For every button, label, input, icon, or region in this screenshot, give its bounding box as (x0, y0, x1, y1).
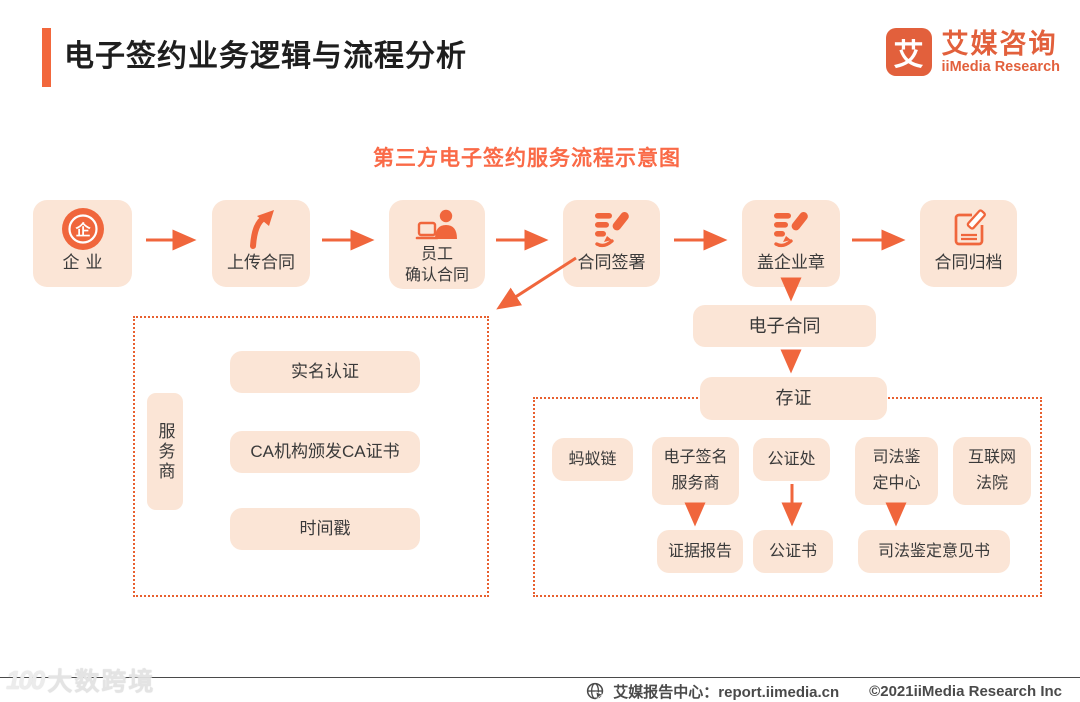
globe-cursor-icon (586, 682, 606, 701)
party-notary-office: 公证处 (753, 438, 830, 481)
service-provider-side-label: 服务商 (147, 393, 183, 510)
flow-step-label: 合同签署 (577, 253, 646, 272)
page-title: 电子签约业务逻辑与流程分析 (64, 40, 467, 73)
enterprise-icon: 企 (61, 208, 105, 250)
title-accent-bar (42, 28, 51, 87)
output-judicial-opinion: 司法鉴定意见书 (858, 530, 1010, 573)
electronic-contract-box: 电子合同 (693, 305, 876, 347)
flow-step-label: 员工确认合同 (404, 246, 469, 284)
svg-text:企: 企 (74, 221, 91, 239)
flow-step-company-seal: 盖企业章 (742, 200, 840, 287)
flow-step-contract-sign: 合同签署 (563, 200, 660, 287)
provider-item-realname: 实名认证 (230, 351, 420, 393)
upload-arrow-icon (244, 209, 278, 249)
watermark-text: 大数跨境 (47, 668, 156, 696)
iimedia-logo: 艾 艾媒咨询 iiMedia Research (885, 28, 1060, 76)
flow-step-label: 合同归档 (934, 253, 1003, 272)
party-internet-court: 互联网法院 (953, 437, 1031, 505)
flow-step-upload-contract: 上传合同 (212, 200, 310, 287)
logo-name-cn: 艾媒咨询 (941, 28, 1058, 59)
logo-name-en: iiMedia Research (941, 58, 1060, 75)
iimedia-logo-icon: 艾 (885, 28, 932, 76)
report-center-text: 艾媒报告中心：report.iimedia.cn (613, 684, 840, 701)
deposit-box: 存证 (700, 377, 887, 420)
signature-pen-icon (769, 209, 813, 249)
provider-item-timestamp: 时间戳 (230, 508, 420, 550)
flow-step-enterprise: 企 企业 (33, 200, 132, 287)
document-edit-icon (949, 209, 989, 249)
party-ant-chain: 蚂蚁链 (552, 438, 633, 481)
output-evidence-report: 证据报告 (657, 530, 743, 573)
footer-info: 艾媒报告中心：report.iimedia.cn ©2021iiMedia Re… (586, 681, 1062, 702)
party-esign-provider: 电子签名服务商 (652, 437, 739, 505)
copyright-text: ©2021iiMedia Research Inc (869, 683, 1062, 700)
watermark-logo-icon: 100 (6, 664, 45, 695)
diagram-title: 第三方电子签约服务流程示意图 (373, 147, 681, 170)
signature-pen-icon (590, 209, 634, 249)
party-judicial-center: 司法鉴定中心 (855, 437, 938, 505)
flow-step-label: 盖企业章 (757, 253, 825, 272)
footer-divider (0, 677, 1080, 678)
employee-laptop-icon (415, 209, 459, 243)
flow-step-employee-confirm: 员工确认合同 (389, 200, 485, 289)
flow-step-label: 上传合同 (227, 253, 295, 272)
watermark: 100 大数跨境 (6, 662, 155, 698)
provider-item-ca-cert: CA机构颁发CA证书 (230, 431, 420, 473)
output-notarial-certificate: 公证书 (753, 530, 833, 573)
flow-step-contract-archive: 合同归档 (920, 200, 1017, 287)
service-provider-panel (133, 316, 489, 597)
flow-step-label: 企业 (62, 253, 109, 272)
iimedia-logo-text: 艾媒咨询 iiMedia Research (942, 29, 1060, 76)
